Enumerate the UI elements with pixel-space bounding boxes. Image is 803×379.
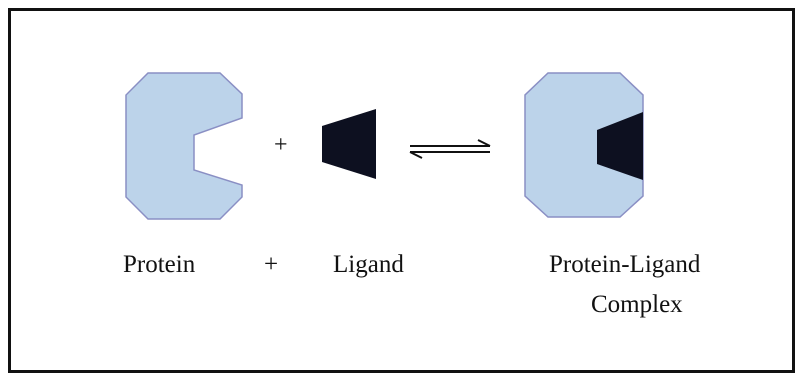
reaction-plus-symbol: +: [274, 132, 288, 158]
ligand-shape-icon: [322, 109, 376, 179]
complex-label-line1: Protein-Ligand: [549, 251, 701, 278]
plus-label: +: [264, 251, 279, 278]
equilibrium-arrow-icon: [409, 139, 491, 159]
protein-label: Protein: [123, 251, 196, 278]
protein-ligand-complex-icon: [524, 72, 644, 218]
complex-label-line2: Complex: [591, 291, 683, 318]
ligand-label: Ligand: [333, 251, 404, 278]
complex-protein-shape: [524, 72, 644, 218]
complex-bound-ligand: [597, 112, 643, 180]
protein-shape-icon: [125, 72, 243, 220]
